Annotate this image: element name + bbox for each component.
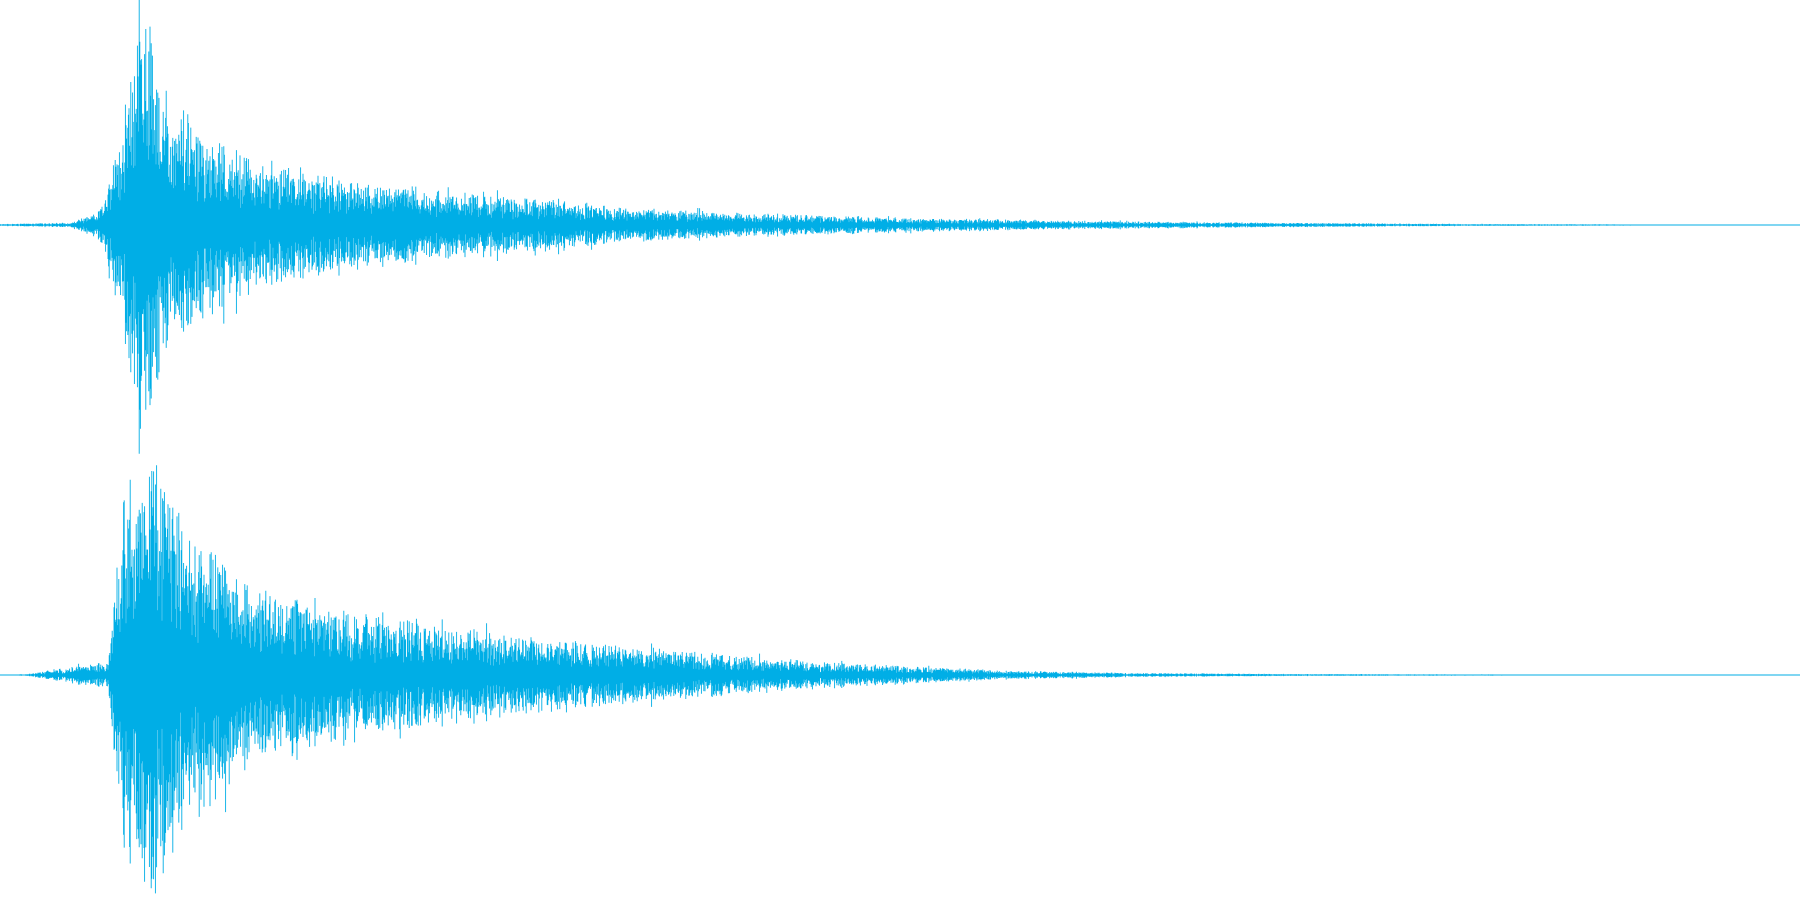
channel-samples <box>3 465 1740 894</box>
channel-2-waveform <box>0 465 1800 894</box>
channel-samples <box>0 0 1767 454</box>
channel-1-waveform <box>0 0 1800 454</box>
